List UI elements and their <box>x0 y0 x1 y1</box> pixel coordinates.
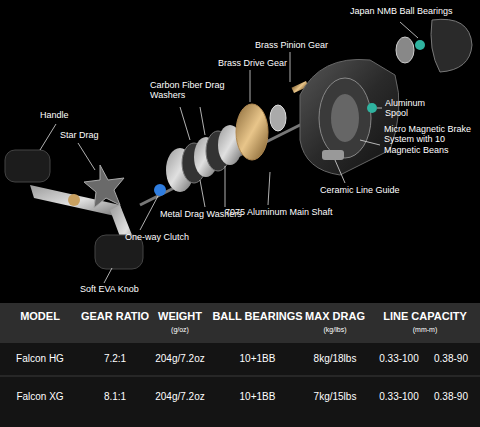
table-cell: 0.33-100 <box>372 353 426 365</box>
table-header: LINE CAPACITY <box>372 310 478 323</box>
bearing <box>367 103 377 113</box>
part-label: Star Drag <box>60 130 110 140</box>
pinion-gear <box>270 105 286 131</box>
line-guide <box>322 150 344 160</box>
part-label: Ceramic Line Guide <box>320 185 420 195</box>
table-unit: (g/oz) <box>145 326 215 334</box>
part-label: One-way Clutch <box>125 232 205 242</box>
table-unit: (mm-m) <box>372 326 478 334</box>
table-cell: 8.1:1 <box>75 391 155 403</box>
reel-body <box>300 59 399 175</box>
table-header: MODEL <box>0 310 80 323</box>
drag-washers <box>166 125 242 192</box>
table-header: MAX DRAG <box>295 310 375 323</box>
brake-dial <box>396 37 414 63</box>
table-cell: 204g/7.2oz <box>145 391 215 403</box>
table-header: BALL BEARINGS <box>205 310 310 323</box>
part-label: Brass Drive Gear <box>218 58 298 68</box>
drive-gear <box>236 104 268 160</box>
part-label: Soft EVA Knob <box>80 284 160 294</box>
part-label: Handle <box>40 110 80 120</box>
one-way-clutch <box>154 184 166 196</box>
table-cell: Falcon HG <box>0 353 80 365</box>
table-cell: Falcon XG <box>0 391 80 403</box>
table-cell: 0.38-90 <box>424 391 478 403</box>
table-cell: 10+1BB <box>205 353 310 365</box>
part-label: Aluminum Spool <box>385 98 435 119</box>
part-label: Brass Pinion Gear <box>255 40 345 50</box>
bearing <box>415 40 425 50</box>
part-label: 7075 Aluminum Main Shaft <box>225 207 355 217</box>
part-label: Metal Drag Washers <box>160 209 260 219</box>
side-plate <box>431 19 472 72</box>
part-label: Micro Magnetic Brake System with 10 Magn… <box>384 124 478 155</box>
part-label: Japan NMB Ball Bearings <box>350 6 470 16</box>
table-cell: 7.2:1 <box>75 353 155 365</box>
table-cell: 0.38-90 <box>424 353 478 365</box>
table-cell: 8kg/18lbs <box>295 353 375 365</box>
table-unit: (kg/lbs) <box>295 326 375 334</box>
table-cell: 204g/7.2oz <box>145 353 215 365</box>
handle <box>5 150 143 269</box>
table-cell: 0.33-100 <box>372 391 426 403</box>
table-body <box>0 343 480 427</box>
table-cell: 7kg/15lbs <box>295 391 375 403</box>
leader-lines <box>40 22 418 283</box>
part-label: Carbon Fiber Drag Washers <box>150 80 235 101</box>
table-cell: 10+1BB <box>205 391 310 403</box>
table-row-rule <box>0 376 480 377</box>
table-header: WEIGHT <box>145 310 215 323</box>
star-drag <box>84 165 124 208</box>
table-header: GEAR RATIO <box>75 310 155 323</box>
table-header-band <box>0 303 480 343</box>
